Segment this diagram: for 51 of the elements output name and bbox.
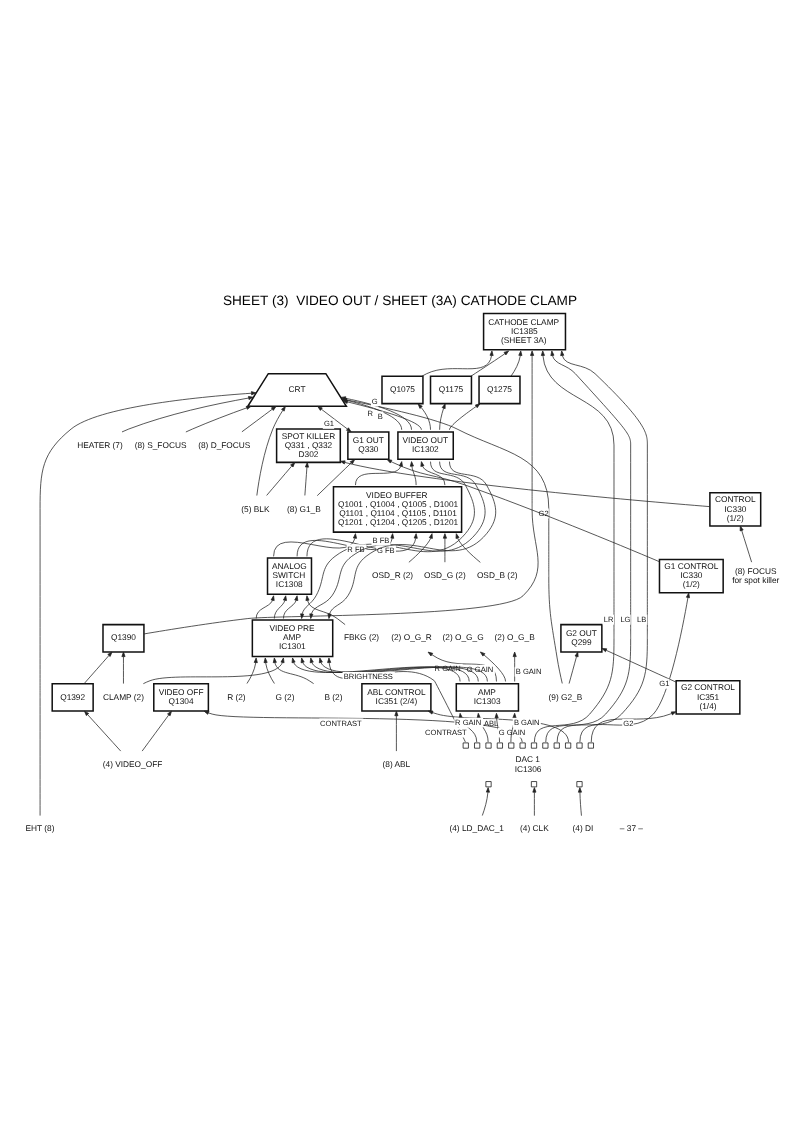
arrow xyxy=(449,403,481,431)
arrow xyxy=(283,595,299,619)
arrow xyxy=(442,533,447,563)
arrow xyxy=(316,459,355,497)
arrow xyxy=(241,406,277,433)
arrow xyxy=(577,787,582,817)
arrow xyxy=(355,461,403,486)
arrow xyxy=(532,787,537,817)
arrow xyxy=(579,592,690,743)
arrow xyxy=(141,710,172,752)
arrow xyxy=(568,651,579,684)
arrow xyxy=(494,712,500,743)
arrow xyxy=(273,595,287,619)
arrow xyxy=(266,462,296,496)
arrow xyxy=(255,595,275,619)
arrow xyxy=(304,462,309,496)
arrow xyxy=(458,712,478,743)
arrow xyxy=(305,595,346,625)
arrow xyxy=(83,651,113,684)
arrow xyxy=(143,657,285,685)
arrow xyxy=(273,533,357,557)
arrow xyxy=(421,350,494,377)
arrow xyxy=(455,533,481,563)
arrow xyxy=(510,350,523,377)
arrow xyxy=(480,651,506,682)
arrow xyxy=(408,533,433,563)
arrow xyxy=(590,711,677,743)
arrow xyxy=(256,406,286,496)
arrow xyxy=(481,787,490,816)
arrow xyxy=(185,405,252,433)
arrow xyxy=(39,391,257,816)
arrow xyxy=(409,461,417,486)
arrow xyxy=(327,461,497,619)
arrow xyxy=(394,710,399,752)
arrow xyxy=(420,461,446,486)
arrow xyxy=(470,350,509,377)
arrow xyxy=(121,396,254,433)
arrow xyxy=(512,651,517,682)
arrow xyxy=(439,403,446,431)
arrow xyxy=(84,710,122,752)
arrow xyxy=(601,648,677,683)
arrow xyxy=(386,459,660,563)
arrow xyxy=(510,712,517,743)
arrow xyxy=(739,525,752,563)
arrow xyxy=(246,657,258,684)
arrow xyxy=(339,460,711,507)
arrow xyxy=(263,657,275,684)
arrow xyxy=(272,657,314,684)
arrow xyxy=(143,350,539,635)
arrow xyxy=(121,651,126,684)
arrow xyxy=(417,403,431,431)
